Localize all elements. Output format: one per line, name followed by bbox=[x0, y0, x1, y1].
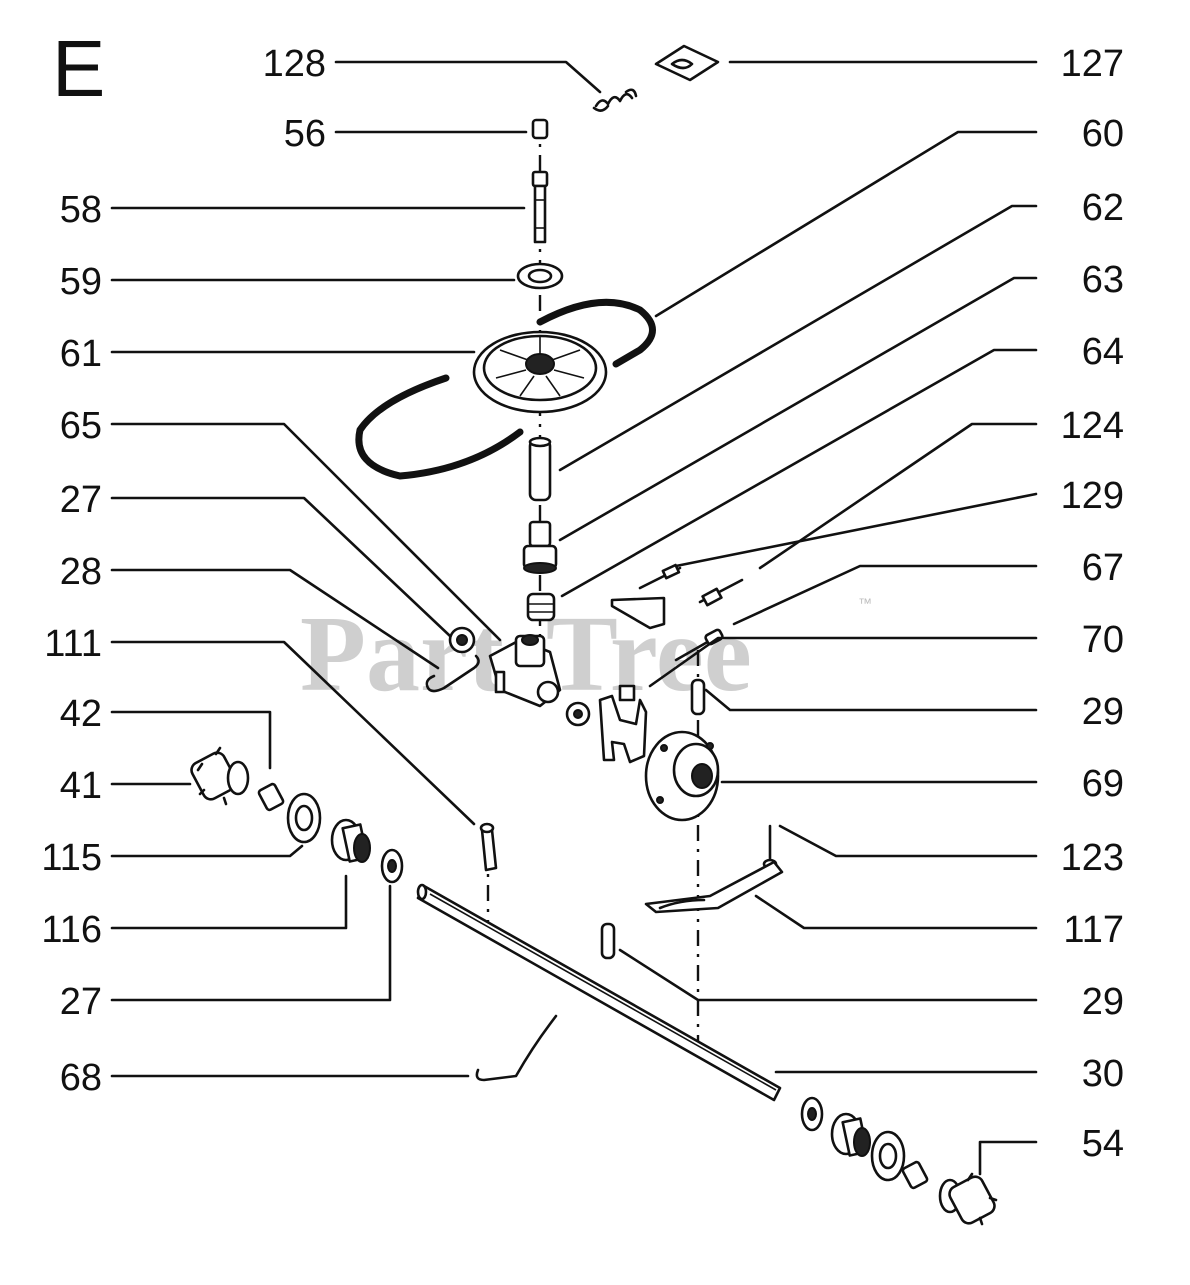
label-62: 62 bbox=[1082, 187, 1124, 229]
label-117: 117 bbox=[1063, 909, 1124, 951]
watermark-trademark: ™ bbox=[858, 595, 872, 611]
label-70: 70 bbox=[1082, 619, 1124, 661]
part-right-bearing bbox=[830, 1112, 871, 1157]
label-65: 65 bbox=[60, 405, 102, 447]
part-117-arm bbox=[644, 860, 784, 914]
label-111: 111 bbox=[44, 623, 102, 665]
part-41-gear bbox=[190, 746, 250, 806]
part-129-screw bbox=[698, 578, 744, 607]
part-116-bearing bbox=[330, 818, 371, 863]
part-63-bushing bbox=[522, 520, 558, 574]
label-124: 124 bbox=[1061, 405, 1124, 447]
label-42: 42 bbox=[60, 693, 102, 735]
parts-group bbox=[190, 44, 998, 1226]
label-27-lower: 27 bbox=[60, 981, 102, 1023]
label-115: 115 bbox=[41, 837, 102, 879]
label-69: 69 bbox=[1082, 763, 1124, 805]
label-27-upper: 27 bbox=[60, 479, 102, 521]
part-124-bracket bbox=[610, 563, 682, 630]
part-70-lever bbox=[598, 684, 648, 764]
part-right-spacer bbox=[901, 1160, 929, 1190]
part-28-clip bbox=[425, 654, 480, 693]
label-128: 128 bbox=[263, 43, 326, 85]
label-129: 129 bbox=[1061, 475, 1124, 517]
part-64-bearing bbox=[526, 592, 556, 622]
label-29-upper: 29 bbox=[1082, 691, 1124, 733]
label-30: 30 bbox=[1082, 1053, 1124, 1095]
leader-lines bbox=[110, 60, 1038, 1176]
right-labels: 127 60 62 63 64 124 129 67 70 29 69 123 … bbox=[1061, 43, 1124, 1165]
part-right-washer bbox=[800, 1096, 824, 1132]
label-123: 123 bbox=[1061, 837, 1124, 879]
part-27-washer-upper bbox=[448, 626, 476, 654]
part-42-spacer bbox=[257, 782, 285, 812]
part-washer-small bbox=[565, 701, 591, 727]
part-right-seal bbox=[870, 1130, 906, 1182]
part-30-axle bbox=[416, 883, 782, 1102]
label-54: 54 bbox=[1082, 1123, 1124, 1165]
part-111-cotter-pin bbox=[479, 822, 498, 872]
label-58: 58 bbox=[60, 189, 102, 231]
section-letter: E bbox=[52, 24, 105, 113]
label-116: 116 bbox=[41, 909, 102, 951]
label-61: 61 bbox=[60, 333, 102, 375]
part-61-pulley bbox=[472, 330, 608, 414]
part-65-housing bbox=[488, 634, 562, 708]
label-56: 56 bbox=[284, 113, 326, 155]
part-62-sleeve bbox=[528, 436, 552, 502]
part-68-spring-wire bbox=[475, 1014, 558, 1082]
part-127-plate bbox=[654, 44, 720, 82]
part-115-seal bbox=[286, 792, 322, 844]
label-59: 59 bbox=[60, 261, 102, 303]
label-29-lower: 29 bbox=[1082, 981, 1124, 1023]
left-labels: 128 56 58 59 61 65 27 28 111 42 41 115 1… bbox=[41, 43, 326, 1099]
label-63: 63 bbox=[1082, 259, 1124, 301]
part-29-pin-upper bbox=[690, 678, 706, 716]
part-54-gear bbox=[938, 1172, 998, 1226]
part-29-pin-lower bbox=[600, 922, 616, 960]
part-56-screw bbox=[531, 118, 549, 140]
label-67: 67 bbox=[1082, 547, 1124, 589]
label-127: 127 bbox=[1061, 43, 1124, 85]
label-41: 41 bbox=[60, 765, 102, 807]
part-58-stud bbox=[531, 170, 549, 244]
label-68: 68 bbox=[60, 1057, 102, 1099]
label-28: 28 bbox=[60, 551, 102, 593]
label-60: 60 bbox=[1082, 113, 1124, 155]
part-60-belt bbox=[355, 298, 656, 480]
part-128-spring bbox=[592, 88, 638, 112]
part-67-pin bbox=[674, 628, 724, 662]
part-69-disc bbox=[644, 730, 720, 822]
part-59-washer bbox=[516, 262, 564, 290]
label-64: 64 bbox=[1082, 331, 1124, 373]
part-27-washer-lower bbox=[380, 848, 404, 884]
